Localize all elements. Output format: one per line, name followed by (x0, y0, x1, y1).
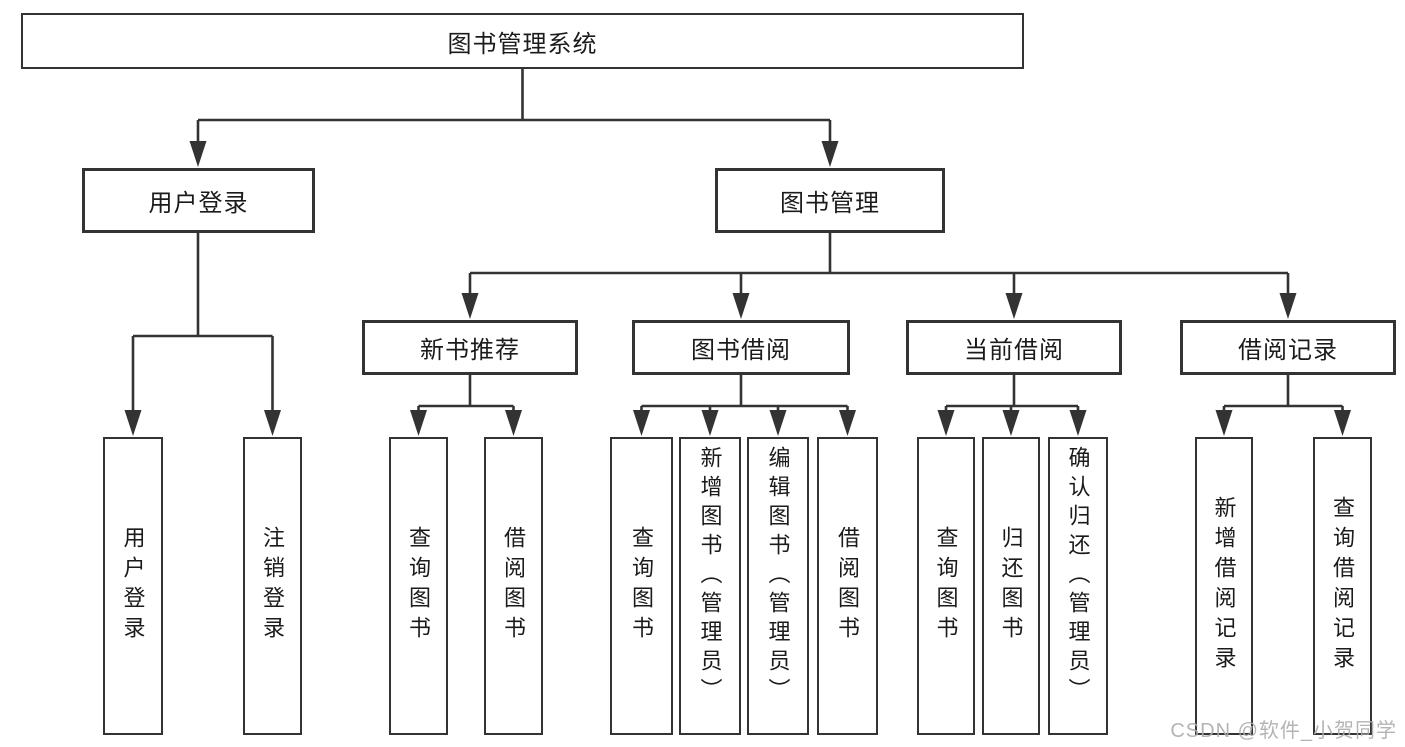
leaf-label: 借阅图书 (501, 526, 527, 646)
leaf-add-book-admin: 新增图书（管理员） (679, 437, 741, 735)
leaf-query-borrow-record: 查询借阅记录 (1313, 437, 1372, 735)
leaf-label: 查询图书 (406, 526, 432, 646)
node-book-management: 图书管理 (715, 168, 945, 233)
leaf-query-books-current: 查询图书 (917, 437, 975, 735)
leaf-label: 用户登录 (120, 526, 146, 646)
node-root: 图书管理系统 (21, 13, 1024, 69)
node-book-borrow: 图书借阅 (632, 320, 850, 375)
leaf-borrow-books: 借阅图书 (817, 437, 878, 735)
leaf-edit-book-admin: 编辑图书（管理员） (747, 437, 809, 735)
leaf-label: 注销登录 (260, 526, 286, 646)
leaf-label: 归还图书 (998, 526, 1024, 646)
leaf-label: 查询图书 (933, 526, 959, 646)
node-borrow-records-label: 借阅记录 (1238, 337, 1338, 364)
leaf-add-borrow-record: 新增借阅记录 (1195, 437, 1253, 735)
leaf-user-login: 用户登录 (103, 437, 163, 735)
node-book-borrow-label: 图书借阅 (691, 337, 791, 364)
leaf-query-books-borrow: 查询图书 (610, 437, 673, 735)
leaf-label: 新增图书（管理员） (697, 446, 723, 707)
arrowheads (124, 141, 1351, 436)
leaf-borrow-books-recommend: 借阅图书 (484, 437, 543, 735)
leaf-label: 编辑图书（管理员） (765, 446, 791, 707)
node-new-book-recommend: 新书推荐 (362, 320, 578, 375)
leaf-label: 查询借阅记录 (1330, 496, 1356, 676)
leaf-logout: 注销登录 (243, 437, 302, 735)
csdn-watermark: CSDN @软件_小贺同学 (1170, 720, 1397, 742)
node-user-login: 用户登录 (82, 168, 315, 233)
leaf-label: 确认归还（管理员） (1065, 446, 1091, 707)
node-user-login-label: 用户登录 (148, 190, 249, 217)
node-root-label: 图书管理系统 (447, 30, 598, 58)
node-book-management-label: 图书管理 (780, 190, 880, 217)
node-new-book-recommend-label: 新书推荐 (420, 337, 520, 364)
node-borrow-records: 借阅记录 (1180, 320, 1396, 375)
leaf-return-book: 归还图书 (982, 437, 1040, 735)
leaf-label: 借阅图书 (835, 526, 861, 646)
node-current-borrow: 当前借阅 (906, 320, 1122, 375)
leaf-confirm-return-admin: 确认归还（管理员） (1048, 437, 1108, 735)
leaf-label: 新增借阅记录 (1211, 496, 1237, 676)
leaf-label: 查询图书 (629, 526, 655, 646)
node-current-borrow-label: 当前借阅 (964, 337, 1064, 364)
leaf-query-books-recommend: 查询图书 (389, 437, 448, 735)
